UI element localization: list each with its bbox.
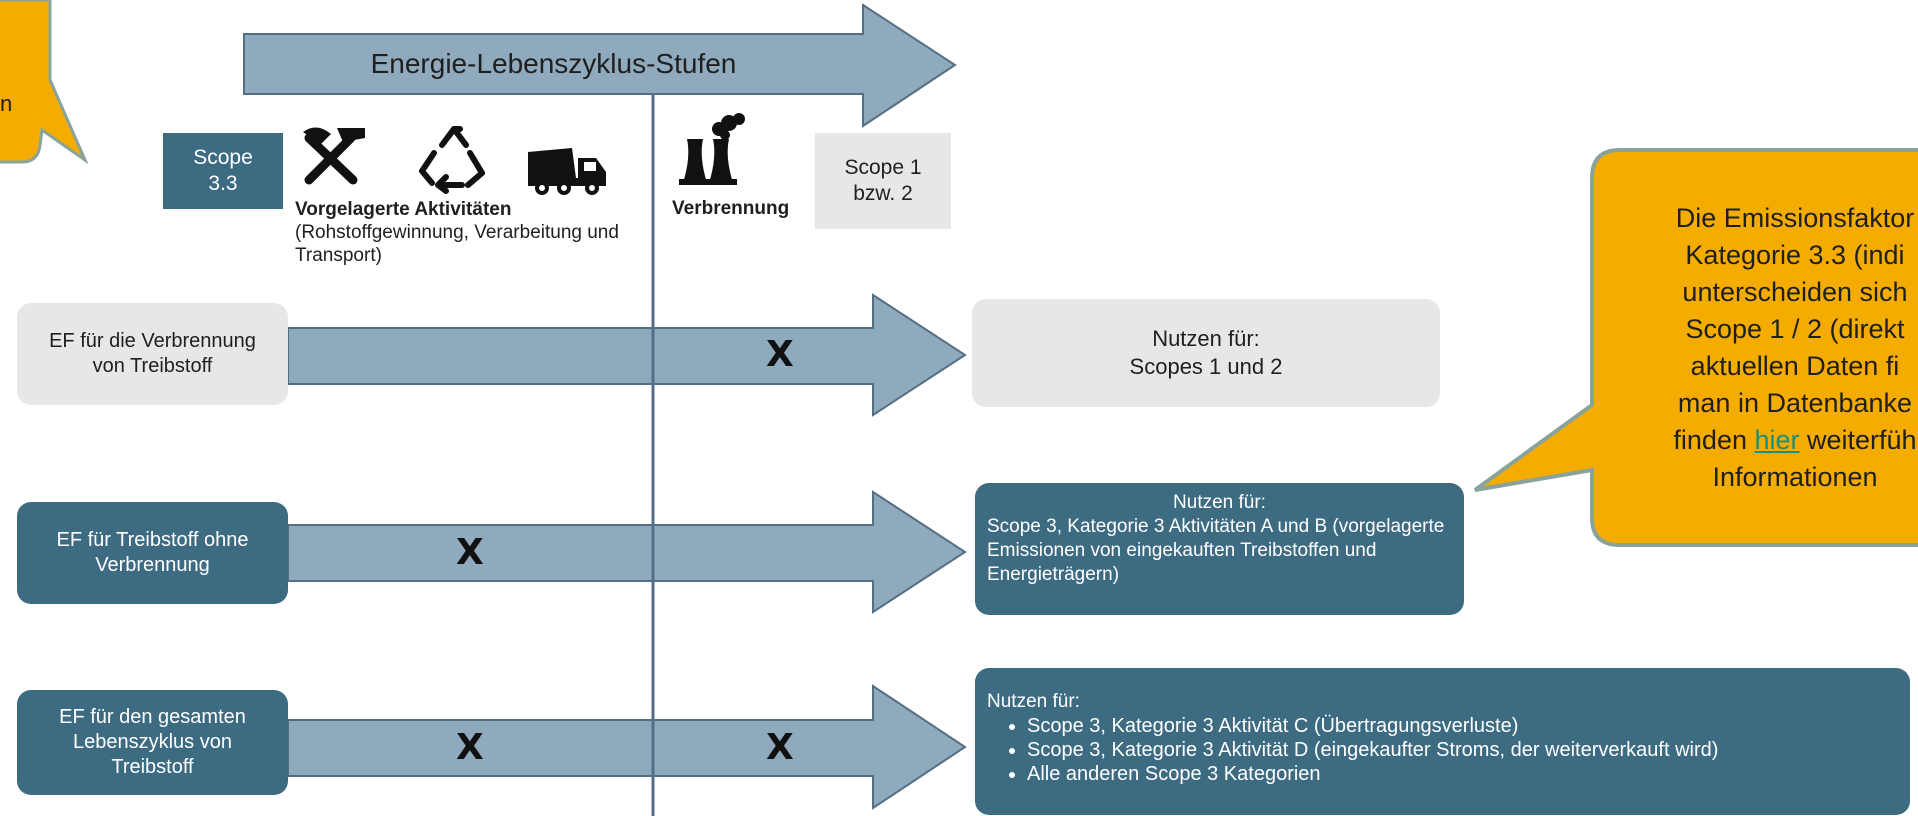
row1-arrow bbox=[287, 293, 967, 417]
row3-arrow bbox=[287, 684, 967, 810]
combustion-label: Verbrennung bbox=[672, 198, 790, 219]
row1-usage-box: Nutzen für: Scopes 1 und 2 bbox=[972, 299, 1440, 407]
callout-text-after-link: weiterfüh bbox=[1799, 425, 1917, 455]
truck-icon bbox=[528, 148, 606, 195]
recycle-icon bbox=[419, 126, 485, 194]
row2-arrow bbox=[287, 490, 967, 614]
callout-text-before-link: finden bbox=[1673, 425, 1755, 455]
callout-line: Informationen bbox=[1712, 462, 1878, 492]
row3-upstream-x: X bbox=[456, 727, 484, 768]
row2-label: EF für Treibstoff ohne Verbrennung bbox=[17, 502, 288, 604]
row2-usage-box: Nutzen für: Scope 3, Kategorie 3 Aktivit… bbox=[975, 483, 1464, 615]
scope-12-box: Scope 1 bzw. 2 bbox=[815, 133, 951, 229]
row2-upstream-x: X bbox=[456, 532, 484, 573]
callout-line: man in Datenbanke bbox=[1677, 388, 1913, 418]
row3-usage-item: Alle anderen Scope 3 Kategorien bbox=[1027, 762, 1898, 786]
callout-line: Kategorie 3.3 (indi bbox=[1685, 240, 1905, 270]
callout-line: Die Emissionsfaktor bbox=[1675, 203, 1915, 233]
callout-link-hier[interactable]: hier bbox=[1754, 425, 1800, 455]
row1-label: EF für die Verbrennung von Treibstoff bbox=[17, 303, 288, 405]
right-callout-text: Die Emissionsfaktor Kategorie 3.3 (indi … bbox=[1600, 200, 1918, 496]
callout-line: aktuellen Daten fi bbox=[1690, 351, 1900, 381]
right-callout bbox=[1473, 148, 1918, 547]
upstream-activities-label: Vorgelagerte Aktivitäten (Rohstoffgewinn… bbox=[295, 198, 635, 267]
callout-line: Scope 1 / 2 (direkt bbox=[1685, 314, 1905, 344]
left-callout bbox=[0, 0, 89, 165]
scope-33-box: Scope 3.3 bbox=[163, 133, 283, 209]
power-plant-icon bbox=[679, 113, 745, 185]
header-arrow-label: Energie-Lebenszyklus-Stufen bbox=[370, 48, 737, 79]
hammer-pick-icon bbox=[303, 127, 365, 185]
header-arrow bbox=[243, 3, 957, 128]
row1-usage-text: Scopes 1 und 2 bbox=[1129, 354, 1283, 379]
row3-usage-box: Nutzen für: Scope 3, Kategorie 3 Aktivit… bbox=[975, 668, 1910, 815]
left-callout-text: n bbox=[0, 91, 13, 116]
row1-usage-heading: Nutzen für: bbox=[1152, 326, 1260, 351]
row3-label: EF für den gesamten Lebenszyklus von Tre… bbox=[17, 690, 288, 795]
upstream-description: (Rohstoffgewinnung, Verarbeitung und Tra… bbox=[295, 222, 619, 266]
row3-usage-heading: Nutzen für: bbox=[987, 691, 1080, 712]
row3-usage-list: Scope 3, Kategorie 3 Aktivität C (Übertr… bbox=[987, 714, 1898, 786]
row1-combustion-x: X bbox=[766, 334, 794, 375]
row3-usage-item: Scope 3, Kategorie 3 Aktivität D (eingek… bbox=[1027, 738, 1898, 762]
row2-usage-heading: Nutzen für: bbox=[1173, 492, 1266, 513]
row3-usage-item: Scope 3, Kategorie 3 Aktivität C (Übertr… bbox=[1027, 714, 1898, 738]
row3-combustion-x: X bbox=[766, 727, 794, 768]
upstream-title: Vorgelagerte Aktivitäten bbox=[295, 199, 512, 220]
callout-line: unterscheiden sich bbox=[1682, 277, 1908, 307]
callout-line-link: finden hier weiterfüh bbox=[1600, 422, 1918, 459]
row2-usage-text: Scope 3, Kategorie 3 Aktivitäten A und B… bbox=[987, 516, 1445, 585]
